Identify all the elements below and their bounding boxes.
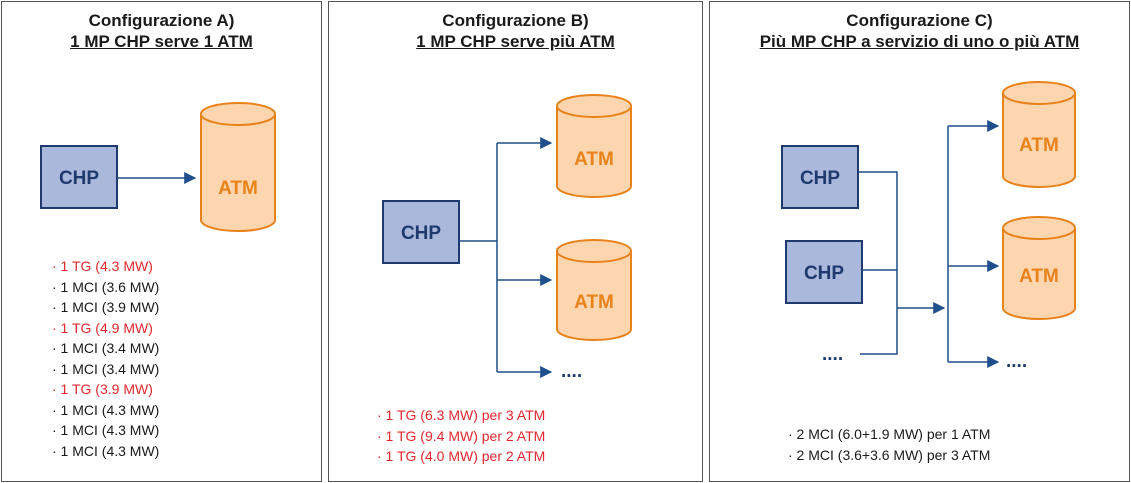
more-chp-dots: .... <box>822 344 843 365</box>
chp-label: CHP <box>800 168 840 189</box>
list-item: · 1 TG (9.4 MW) per 2 ATM <box>377 427 546 444</box>
diagram-a: CHP ATM <box>40 102 276 232</box>
plant-list: · 1 TG (4.3 MW) · 1 MCI (3.6 MW) · 1 MCI… <box>52 256 159 461</box>
chp-box: CHP <box>781 145 859 209</box>
diagram-b: CHP ATM ATM .... <box>382 94 632 382</box>
panel-config-b: Configurazione B) 1 MP CHP serve più ATM… <box>328 1 703 482</box>
atm-label: ATM <box>218 178 258 199</box>
chp-label: CHP <box>401 223 441 244</box>
connector-line <box>860 308 898 355</box>
chp-box: CHP <box>40 145 118 209</box>
title-text: Configurazione A) <box>88 11 235 30</box>
list-item: · 2 MCI (6.0+1.9 MW) per 1 ATM <box>788 426 991 442</box>
panel-title: Configurazione B) 1 MP CHP serve più ATM <box>329 10 702 52</box>
atm-cylinder: ATM <box>1002 81 1076 188</box>
atm-label: ATM <box>1019 135 1059 156</box>
subtitle-text: 1 MP CHP serve 1 ATM <box>70 32 253 51</box>
atm-cylinder: ATM <box>556 94 632 198</box>
list-item: · 1 MCI (3.4 MW) <box>52 360 160 377</box>
chp-label: CHP <box>59 168 99 189</box>
subtitle-text: Più MP CHP a servizio di uno o più ATM <box>759 32 1080 51</box>
atm-cylinder: ATM <box>1002 216 1076 320</box>
list-item: · 1 TG (4.3 MW) <box>52 258 153 274</box>
connector-line <box>858 171 898 308</box>
list-item: · 1 MCI (3.6 MW) <box>52 278 160 295</box>
subtitle-text: 1 MP CHP serve più ATM <box>416 32 615 51</box>
panel-title: Configurazione A) 1 MP CHP serve 1 ATM <box>2 10 321 52</box>
title-text: Configurazione B) <box>442 11 589 30</box>
list-item: · 1 TG (3.9 MW) <box>52 381 153 397</box>
atm-label: ATM <box>574 292 614 313</box>
panel-title: Configurazione C) Più MP CHP a servizio … <box>710 10 1129 52</box>
panel-config-a: Configurazione A) 1 MP CHP serve 1 ATM C… <box>1 1 322 482</box>
list-item: · 1 MCI (3.9 MW) <box>52 299 160 315</box>
chp-label: CHP <box>804 263 844 284</box>
list-item: · 1 TG (4.9 MW) <box>52 319 153 336</box>
more-atm-dots: .... <box>561 361 582 382</box>
title-text: Configurazione C) <box>846 11 993 30</box>
atm-cylinder: ATM <box>200 102 276 232</box>
chp-box: CHP <box>785 240 863 304</box>
panel-config-c: Configurazione C) Più MP CHP a servizio … <box>709 1 1130 482</box>
list-item: · 1 TG (6.3 MW) per 3 ATM <box>377 407 546 423</box>
list-item: · 1 MCI (4.3 MW) <box>52 422 160 438</box>
plant-list: · 1 TG (6.3 MW) per 3 ATM · 1 TG (9.4 MW… <box>377 405 545 467</box>
atm-cylinder: ATM <box>556 239 632 341</box>
list-item: · 2 MCI (3.6+3.6 MW) per 3 ATM <box>788 446 991 463</box>
list-item: · 1 TG (4.0 MW) per 2 ATM <box>377 448 546 464</box>
diagram-c: CHP CHP .... ATM ATM .... <box>781 81 1076 372</box>
chp-box: CHP <box>382 200 460 264</box>
more-atm-dots: .... <box>1006 351 1027 372</box>
atm-label: ATM <box>1019 266 1059 287</box>
list-item: · 1 MCI (3.4 MW) <box>52 340 160 356</box>
list-item: · 1 MCI (4.3 MW) <box>52 401 160 418</box>
atm-label: ATM <box>574 149 614 170</box>
plant-list: · 2 MCI (6.0+1.9 MW) per 1 ATM · 2 MCI (… <box>788 424 990 465</box>
list-item: · 1 MCI (4.3 MW) <box>52 442 160 459</box>
